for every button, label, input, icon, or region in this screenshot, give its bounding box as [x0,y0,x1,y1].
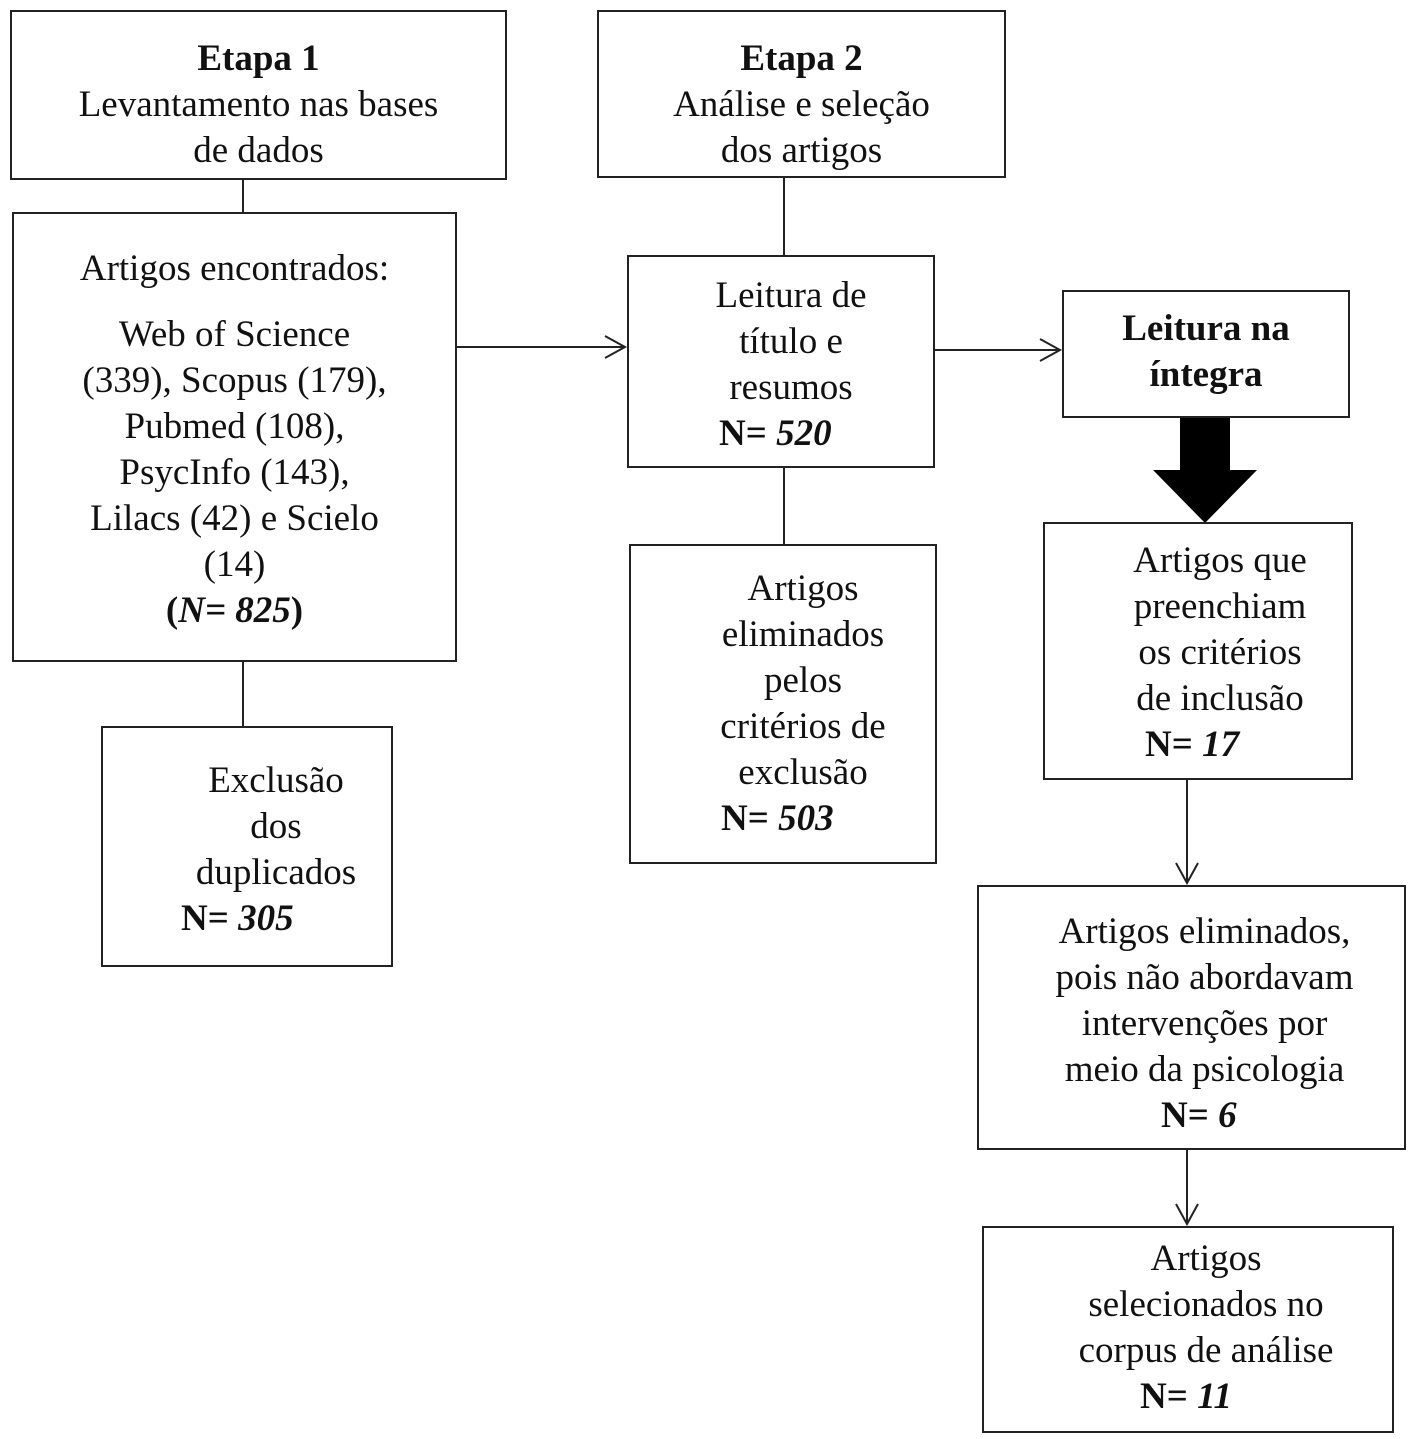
leitura-titulo-count: N= 520 [719,413,832,454]
arrow-inclusao-to-eliminados-psicologia [1175,780,1199,886]
leitura-titulo-line: resumos [729,367,853,408]
exclusao-duplicados-box: Exclusão dos duplicados N= 305 [101,726,393,967]
eliminados-exclusao-line: pelos [763,660,843,701]
eliminados-exclusao-line: eliminados [721,614,885,655]
encontrados-total-label: N= [178,590,236,631]
encontrados-line: Pubmed (108), [124,406,345,447]
etapa1-box: Etapa 1 Levantamento nas bases de dados [10,10,507,180]
big-down-arrow [1153,418,1257,523]
etapa2-title: Etapa 2 [740,38,863,79]
selecionados-line: corpus de análise [1078,1330,1334,1371]
etapa2-line: dos artigos [720,130,883,171]
etapa2-box: Etapa 2 Análise e seleção dos artigos [597,10,1006,178]
inclusao-count: N= 17 [1145,724,1240,765]
selecionados-line: Artigos [1150,1238,1262,1279]
eliminados-exclusao-box: Artigos eliminados pelos critérios de ex… [629,544,937,864]
etapa1-line: Levantamento nas bases [78,84,439,125]
etapa1-title: Etapa 1 [197,38,320,79]
eliminados-psicologia-box: Artigos eliminados, pois não abordavam i… [977,885,1406,1150]
duplicados-line: duplicados [195,852,357,893]
leitura-titulo-line: Leitura de [715,275,867,316]
leitura-integra-line: Leitura na [1122,308,1290,349]
encontrados-heading: Artigos encontrados: [79,248,390,289]
encontrados-line: Lilacs (42) e Scielo [90,498,379,539]
eliminados-psicologia-count: N= 6 [1161,1095,1237,1136]
encontrados-line: PsycInfo (143), [119,452,350,493]
selecionados-count: N= 11 [1140,1376,1233,1417]
duplicados-line: dos [250,806,302,847]
eliminados-exclusao-line: Artigos [747,568,859,609]
eliminados-psicologia-line: pois não abordavam [1055,957,1354,998]
selecionados-line: selecionados no [1088,1284,1324,1325]
encontrados-line: (339), Scopus (179), [82,360,387,401]
arrow-leitura-titulo-to-integra [935,338,1063,362]
arrow-eliminados-to-selecionados [1175,1150,1199,1227]
eliminados-psicologia-line: intervenções por [1081,1003,1328,1044]
encontrados-total-value: 825 [235,590,291,631]
duplicados-count: N= 305 [181,898,294,939]
duplicados-line: Exclusão [208,760,344,801]
leitura-titulo-line: título e [739,321,843,362]
eliminados-exclusao-line: critérios de [720,706,886,747]
criterios-inclusao-box: Artigos que preenchiam os critérios de i… [1043,522,1353,780]
arrow-encontrados-to-leitura-titulo [457,335,628,359]
leitura-integra-line: íntegra [1149,354,1263,395]
eliminados-psicologia-line: Artigos eliminados, [1058,911,1351,952]
leitura-integra-box: Leitura na íntegra [1062,290,1350,418]
encontrados-line: Web of Science [118,314,351,355]
leitura-titulo-resumos-box: Leitura de título e resumos N= 520 [627,255,935,468]
inclusao-line: preenchiam [1133,586,1307,627]
encontrados-total: (N= 825) [165,590,304,631]
eliminados-exclusao-line: exclusão [738,752,868,793]
inclusao-line: os critérios [1138,632,1302,673]
artigos-selecionados-box: Artigos selecionados no corpus de anális… [982,1226,1394,1433]
inclusao-line: de inclusão [1136,678,1304,719]
etapa2-line: Análise e seleção [673,84,930,125]
eliminados-psicologia-line: meio da psicologia [1064,1049,1345,1090]
etapa1-line: de dados [193,130,324,171]
encontrados-line: (14) [203,544,266,585]
eliminados-exclusao-count: N= 503 [721,798,834,839]
inclusao-line: Artigos que [1133,540,1307,581]
artigos-encontrados-box: Artigos encontrados: Web of Science (339… [12,212,457,662]
